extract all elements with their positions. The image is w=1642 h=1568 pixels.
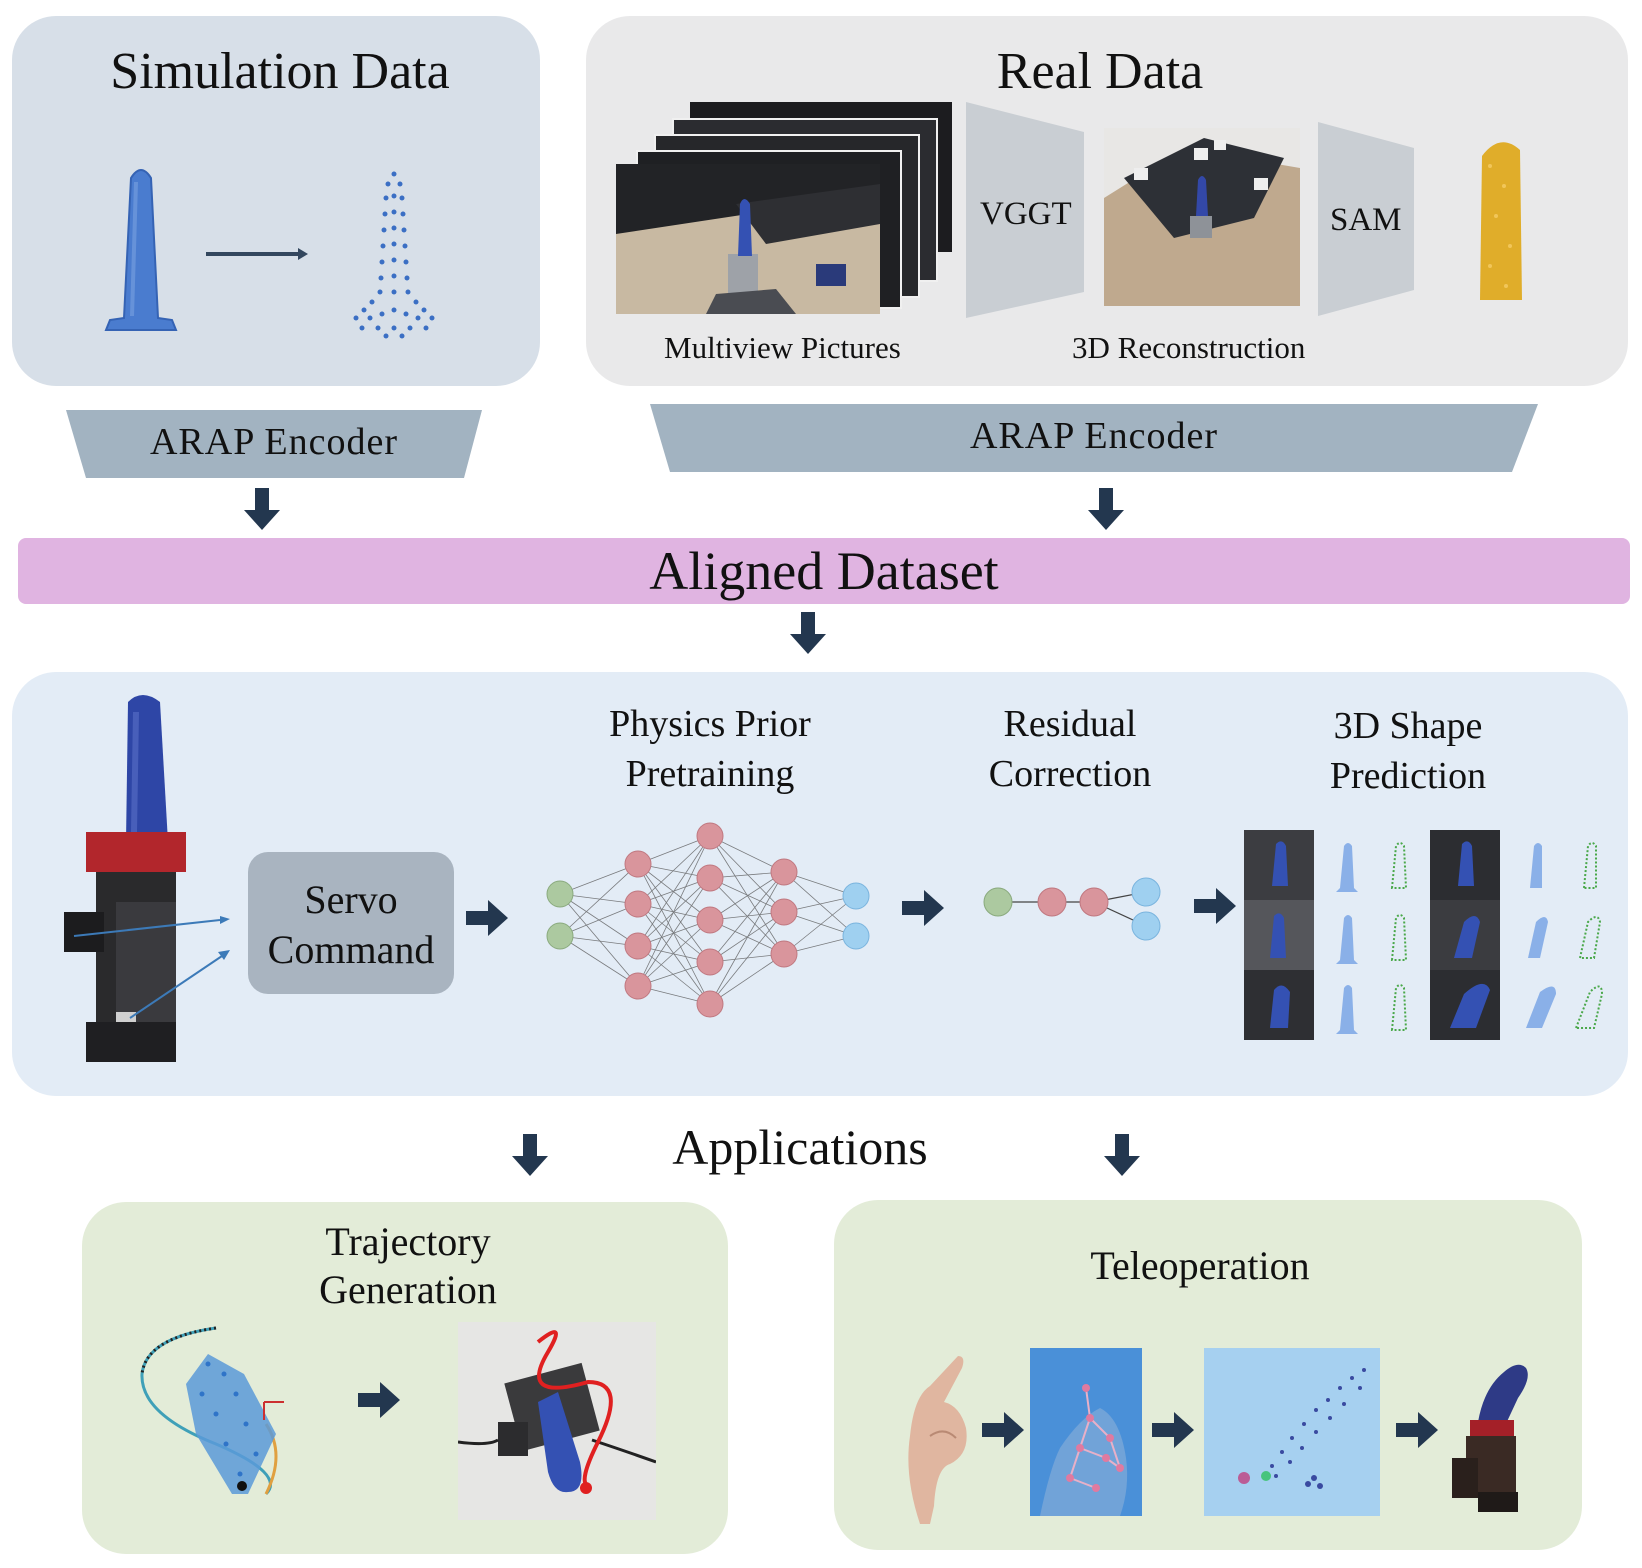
arap-encoder-left-label: ARAP Encoder [149,421,399,463]
down-arrow-icon [790,612,826,654]
hand-tracking-photo [1030,1348,1142,1516]
right-arrow-icon [1194,888,1236,924]
arap-encoder-right [650,404,1538,472]
arap-encoder-left [66,410,482,478]
shape-prediction-line2: Prediction [1329,755,1487,797]
residual-correction-line2: Correction [988,753,1152,795]
shape-prediction-line1: 3D Shape [1333,705,1483,747]
right-arrow-icon [982,1412,1024,1448]
servo-command-line2: Command [267,927,435,972]
real-point-cloud [1480,142,1522,300]
reconstruction-label: 3D Reconstruction [1072,330,1306,365]
actuator-photo [64,695,186,1062]
aligned-dataset-bar [18,538,1630,604]
right-arrow-icon [358,1382,400,1418]
reconstruction-image [1104,128,1300,306]
simulation-title: Simulation Data [110,43,450,100]
residual-network-diagram [983,877,1161,941]
teleop-point-cloud [1204,1348,1380,1516]
teleop-actuator-photo [1452,1364,1528,1512]
servo-command-line1: Servo [304,877,398,922]
arap-encoder-right-label: ARAP Encoder [969,415,1219,457]
down-arrow-icon [1088,488,1124,530]
shape-prediction-grid [1244,830,1604,1040]
pretraining-network-diagram [546,822,870,1018]
residual-correction-line1: Residual [1003,703,1137,745]
physics-prior-line1: Physics Prior [609,703,811,745]
sim-actuator-model [104,169,178,331]
sim-point-cloud [353,171,435,339]
real-data-title: Real Data [996,43,1204,100]
teleoperation-label: Teleoperation [1090,1243,1310,1288]
servo-command-box [248,852,454,994]
right-arrow-icon [466,900,508,936]
down-arrow-icon [1104,1134,1140,1176]
servo-wire-arrows [73,916,230,1019]
sam-label: SAM [1330,202,1402,238]
down-arrow-icon [512,1134,548,1176]
right-arrow-icon [206,248,308,260]
vggt-block [966,102,1084,318]
trajectory-line2: Generation [319,1267,497,1312]
trajectory-photo [458,1322,656,1520]
vggt-label: VGGT [980,196,1072,232]
hand-gesture-photo [908,1356,967,1524]
aligned-dataset-label: Aligned Dataset [649,541,999,601]
right-arrow-icon [1152,1412,1194,1448]
physics-prior-line2: Pretraining [625,753,795,795]
down-arrow-icon [244,488,280,530]
multiview-label: Multiview Pictures [664,330,901,365]
simulation-panel [12,16,540,386]
right-arrow-icon [902,890,944,926]
trajectory-line1: Trajectory [325,1219,491,1264]
trajectory-point-cloud [140,1326,284,1496]
applications-label: Applications [672,1119,928,1175]
right-arrow-icon [1396,1412,1438,1448]
sam-block [1318,122,1414,316]
